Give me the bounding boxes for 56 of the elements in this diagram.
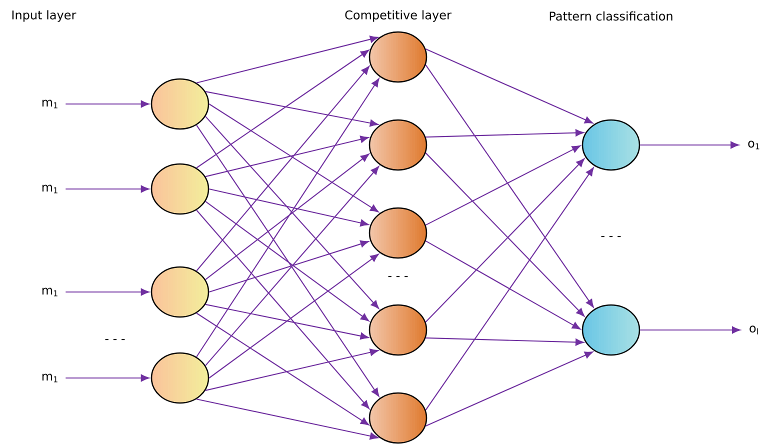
node-label: m$_{1}$ [42,100,58,108]
arrow [205,166,380,366]
layer-heading: Input layer [12,10,76,22]
arrow [66,100,150,108]
arrow [205,136,369,178]
node-label: m$_{1}$ [42,288,58,296]
neuron-circle [150,163,210,215]
arrow [640,326,740,334]
ellipsis-mark: - - - [105,339,125,340]
arrow [426,351,594,426]
arrow [426,129,584,138]
arrow [205,116,380,309]
arrow [196,78,380,358]
arrow [205,91,378,127]
arrow [205,348,378,391]
neuron-circle [582,119,640,171]
node-label: o$_{l}$ [750,326,758,334]
arrow [208,240,369,293]
arrow [196,398,378,440]
arrow [425,240,581,330]
node-label: m$_{1}$ [42,184,58,194]
arrow [196,66,370,272]
arrow [425,64,594,308]
neuron-circle [150,266,210,318]
arrow [640,141,739,149]
neuron-circle [368,119,428,171]
layer-heading: Pattern classification [550,11,672,21]
arrow [425,167,594,410]
arrow [66,288,150,296]
arrow [205,201,370,322]
neuron-circle [150,352,210,404]
arrow [66,374,150,382]
neuron-circle [368,207,428,259]
ellipsis-mark: - - - [388,276,408,278]
node-label: o$_{1}$ [748,140,760,150]
arrow [196,50,370,168]
ellipsis-mark: - - - [601,236,621,238]
neuron-circle [150,78,210,130]
arrow [425,145,580,226]
arrow [196,36,378,84]
arrow [196,312,370,426]
arrow [426,48,594,124]
arrow [66,185,150,193]
arrow [208,104,379,212]
node-label: m$_{1}$ [42,374,58,382]
arrow [208,254,379,378]
arrow [426,337,584,346]
neuron-circle [368,304,428,356]
arrow [196,124,380,397]
neuron-circle [368,392,428,444]
arrow [196,210,370,409]
arrow [205,154,370,280]
neuron-circle [368,31,428,83]
neuron-circle [582,304,640,356]
arrow [205,304,369,340]
arrow [209,188,369,226]
